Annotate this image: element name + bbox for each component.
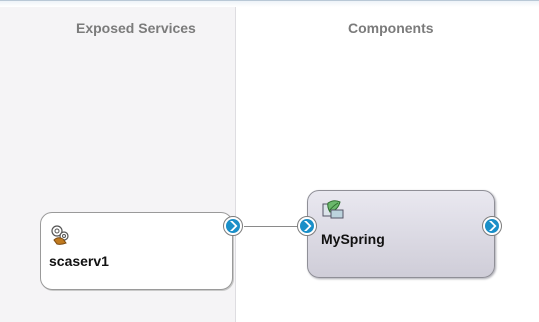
service-outbound-port-icon[interactable] — [222, 215, 244, 237]
exposed-services-title: Exposed Services — [76, 20, 196, 36]
component-node-myspring[interactable]: MySpring — [307, 190, 495, 278]
service-to-component-wire[interactable] — [244, 226, 300, 227]
top-border — [0, 0, 539, 7]
components-title: Components — [348, 20, 434, 36]
component-outbound-port-icon[interactable] — [481, 215, 503, 237]
service-name[interactable]: scaserv1 — [49, 253, 109, 269]
component-name[interactable]: MySpring — [321, 231, 385, 247]
component-inbound-port-icon[interactable] — [296, 215, 318, 237]
spring-component-icon — [322, 198, 344, 220]
gear-icon — [49, 224, 71, 246]
service-node-scaserv1[interactable]: scaserv1 — [40, 212, 233, 290]
